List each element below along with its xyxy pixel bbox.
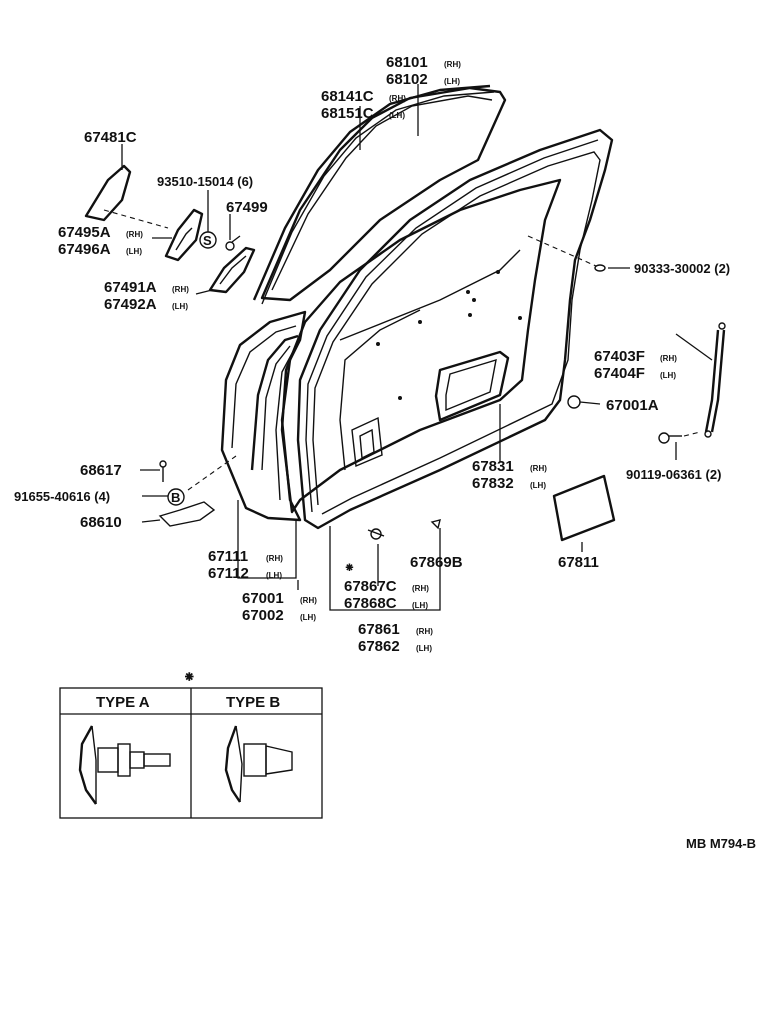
label-67001-side: (RH) (300, 596, 317, 605)
type-a-clip-illustration (78, 725, 171, 805)
label-67111: 67111 (208, 548, 248, 565)
mirror-bracket (164, 208, 204, 262)
label-68101: 68101 (386, 54, 428, 71)
label-68151C-side: (LH) (389, 111, 405, 120)
leader-lines (121, 84, 713, 611)
door-check-hinge: B (158, 455, 237, 527)
label-67404F-side: (LH) (660, 371, 676, 380)
label-67002: 67002 (242, 607, 284, 624)
label-93510: 93510-15014 (6) (157, 174, 253, 189)
label-67112-side: (LH) (266, 571, 282, 580)
label-67868C: 67868C (344, 595, 397, 612)
label-67491A: 67491A (104, 279, 157, 296)
clip-90333 (594, 264, 606, 272)
label-67869B: 67869B (410, 554, 463, 571)
s-mark-icon: S (199, 231, 217, 249)
label-67111-side: (RH) (266, 554, 283, 563)
label-67403F-side: (RH) (660, 354, 677, 363)
rear-channel (704, 322, 726, 438)
delta-cover (84, 164, 132, 222)
label-67492A: 67492A (104, 296, 157, 313)
door-weatherstrip (296, 128, 614, 530)
legend-type-a: TYPE A (96, 694, 150, 711)
label-67861-side: (RH) (416, 627, 433, 636)
label-67491A-side: (RH) (172, 285, 189, 294)
clip-67869B (430, 519, 441, 530)
grommet-67001A (567, 395, 581, 409)
label-67811: 67811 (558, 554, 599, 571)
label-67832-side: (LH) (530, 481, 546, 490)
label-67495A-side: (RH) (126, 230, 143, 239)
label-67867C-side: (RH) (412, 584, 429, 593)
label-68101-side: (RH) (444, 60, 461, 69)
door-outer-panel (220, 310, 307, 522)
label-67861: 67861 (358, 621, 400, 638)
label-67496A: 67496A (58, 241, 111, 258)
label-67481C: 67481C (84, 129, 137, 146)
label-90119: 90119-06361 (2) (626, 467, 721, 482)
label-67868C-side: (LH) (412, 601, 428, 610)
type-legend-table: ⁕ TYPE A TYPE B (59, 669, 323, 819)
screw-67499 (225, 235, 241, 251)
label-67001A: 67001A (606, 397, 659, 414)
type-b-clip-illustration (224, 725, 293, 803)
label-67404F: 67404F (594, 365, 645, 382)
drawing-code: MB M794-B (686, 836, 756, 851)
part-labels: 68101 (RH) 68102 (LH) 68141C (RH) 68151C… (14, 54, 730, 655)
label-67492A-side: (LH) (172, 302, 188, 311)
corner-piece (208, 246, 256, 294)
label-67403F: 67403F (594, 348, 645, 365)
label-68141C: 68141C (321, 88, 374, 105)
label-68141C-side: (RH) (389, 94, 406, 103)
b-mark-text: B (171, 490, 180, 505)
label-67867C: 67867C (344, 578, 397, 595)
s-mark-text: S (203, 233, 212, 248)
bolt-90119 (658, 431, 701, 444)
service-film (552, 474, 616, 542)
clip-67867C (367, 528, 385, 540)
label-67862: 67862 (358, 638, 400, 655)
label-68617: 68617 (80, 462, 122, 479)
label-67002-side: (LH) (300, 613, 316, 622)
glass-run-channel (252, 84, 495, 305)
label-68102: 68102 (386, 71, 428, 88)
label-67499: 67499 (226, 199, 268, 216)
label-68151C: 68151C (321, 105, 374, 122)
door-glass (260, 86, 507, 302)
label-68610: 68610 (80, 514, 122, 531)
star-mark-small: ⁕ (344, 560, 355, 575)
label-90333: 90333-30002 (2) (634, 261, 730, 276)
label-67001: 67001 (242, 590, 284, 607)
label-67496A-side: (LH) (126, 247, 142, 256)
legend-type-b: TYPE B (226, 694, 280, 711)
label-67831-side: (RH) (530, 464, 547, 473)
label-68102-side: (LH) (444, 77, 460, 86)
label-67862-side: (LH) (416, 644, 432, 653)
legend-star-mark: ⁕ (183, 669, 196, 686)
label-67832: 67832 (472, 475, 514, 492)
label-67495A: 67495A (58, 224, 111, 241)
label-67112: 67112 (208, 565, 249, 582)
label-91655: 91655-40616 (4) (14, 489, 110, 504)
label-67831: 67831 (472, 458, 514, 475)
